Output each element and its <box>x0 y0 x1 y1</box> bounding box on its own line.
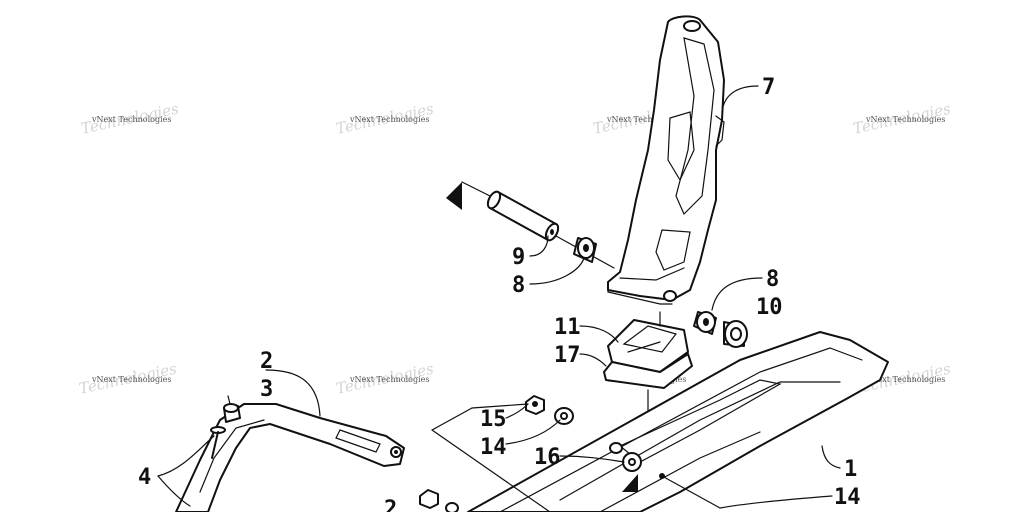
leader-lines <box>157 85 841 509</box>
callout-2: 2 <box>260 349 273 374</box>
callout-1: 1 <box>844 457 857 482</box>
callout-7: 7 <box>762 75 775 100</box>
bushing-part-8-lower <box>693 311 717 335</box>
pad-part-17 <box>603 353 693 389</box>
callout-11: 11 <box>554 315 581 340</box>
callout-16: 16 <box>534 445 561 470</box>
assembly-line <box>431 407 473 431</box>
spindle-part-7 <box>607 15 725 305</box>
watermark-text: vNext Technologies <box>865 115 945 124</box>
washer-part-4 <box>210 426 226 459</box>
callout-10: 10 <box>756 295 783 320</box>
callout-9: 9 <box>512 245 525 270</box>
callout-3: 3 <box>260 377 273 402</box>
watermark-text: vNext Technologies <box>349 115 429 124</box>
callout-labels: 7 9 8 8 10 11 17 2 3 4 15 14 16 1 14 2 <box>138 75 861 512</box>
watermark-text: vNext Technologies <box>865 375 945 384</box>
direction-arrow-upper <box>446 182 462 210</box>
bushing-part-10 <box>723 320 748 348</box>
callout-2: 2 <box>384 497 397 512</box>
watermark-text: vNext Technologies <box>349 375 429 384</box>
nut-part-15 <box>525 395 545 415</box>
callout-14: 14 <box>834 485 861 510</box>
assembly-line <box>431 429 551 512</box>
watermark-text: vNext Technologies <box>91 115 171 124</box>
nut-part-2-lower <box>419 489 459 512</box>
watermark-text: vNext Technologies <box>91 375 171 384</box>
nut-part-3 <box>223 403 241 423</box>
assembly-line <box>471 403 529 409</box>
watermark-text: vNext Technologies <box>606 115 686 124</box>
callout-14: 14 <box>480 435 507 460</box>
handle-part-2 <box>175 403 405 512</box>
callout-4: 4 <box>138 465 151 490</box>
callout-8: 8 <box>512 273 525 298</box>
callout-15: 15 <box>480 407 507 432</box>
callout-17: 17 <box>554 343 581 368</box>
pin-part-9 <box>461 181 615 269</box>
washer-part-16 <box>622 452 642 472</box>
callout-8: 8 <box>766 267 779 292</box>
direction-arrow-lower <box>622 474 638 492</box>
bushing-part-8-upper <box>573 237 597 263</box>
